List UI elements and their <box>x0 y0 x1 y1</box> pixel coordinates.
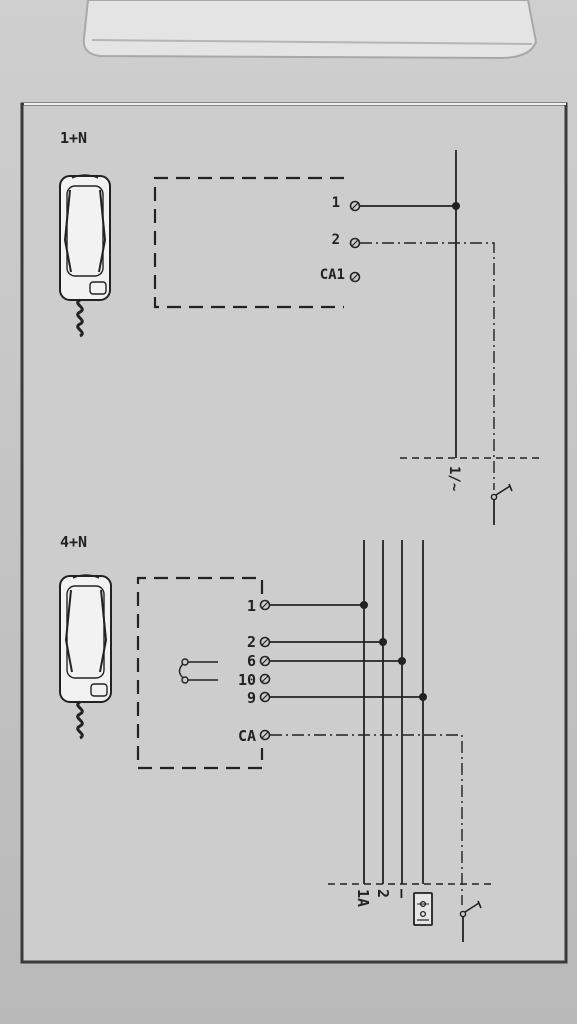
terminal-label-ca: CA <box>238 727 256 745</box>
diagram-2-title: 4+N <box>60 533 87 551</box>
call-button-contacts <box>178 658 218 684</box>
terminal-label-1: 1 <box>247 597 256 615</box>
intercom-handset-icon <box>59 174 111 338</box>
terminal-label-2: 2 <box>332 232 340 248</box>
diagram-4+n: 4+N 1 2 6 10 9 CA <box>59 533 494 942</box>
diagram-panel <box>20 102 568 964</box>
unit-enclosure-1 <box>153 176 344 309</box>
terminal-screws-1 <box>349 200 361 283</box>
diagram-1+n: 1+N 1 2 CA1 1/~ <box>59 129 540 525</box>
terminal-label-9: 9 <box>247 689 256 707</box>
terminal-label-10: 10 <box>238 671 256 689</box>
bus-label-1a: 1A <box>354 889 372 907</box>
terminal-label-2: 2 <box>247 633 256 651</box>
bus-lines <box>363 540 424 884</box>
door-lock-icon <box>413 892 433 926</box>
switch-icon-2 <box>459 900 482 942</box>
terminal-label-ca1: CA1 <box>320 267 345 283</box>
terminal-label-1: 1 <box>332 195 340 211</box>
terminal-screws-2 <box>259 599 271 741</box>
switch-icon-1 <box>490 483 513 525</box>
terminal-wires <box>270 601 463 905</box>
bus-label-minus: – <box>393 889 411 899</box>
supply-label: 1/~ <box>446 466 462 491</box>
diagram-1-title: 1+N <box>60 129 87 147</box>
intercom-handset-icon-2 <box>59 574 112 740</box>
unit-enclosure-2 <box>136 576 264 770</box>
top-device-edge <box>82 0 538 60</box>
wire-terminal-2 <box>360 242 495 490</box>
terminal-label-6: 6 <box>247 652 256 670</box>
bus-label-2: 2 <box>374 889 392 898</box>
